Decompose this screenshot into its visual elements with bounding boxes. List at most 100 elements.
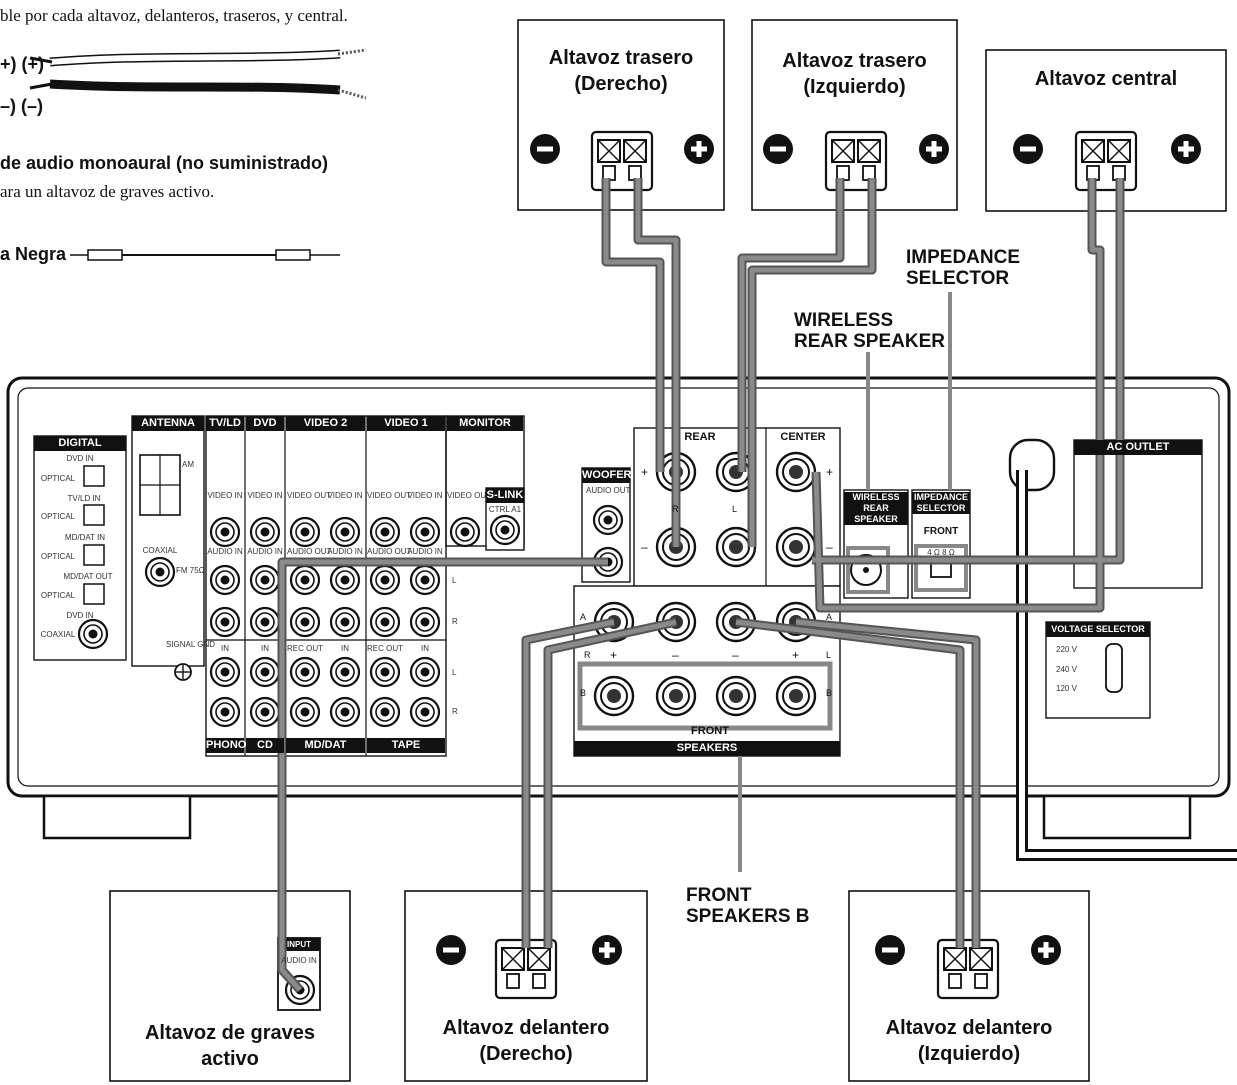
front-a-label: A <box>580 612 587 622</box>
input-header-video1: VIDEO 1 <box>367 416 445 431</box>
input-header-dvd: DVD <box>246 416 284 431</box>
voltage-option: 120 V <box>1056 684 1077 693</box>
center-minus-label: – <box>826 540 833 554</box>
impedance-ohm-label: 4 Ω 8 Ω <box>927 548 955 557</box>
speaker-cable-illustration <box>29 48 367 100</box>
coaxial-label: COAXIAL <box>142 546 178 555</box>
front-a-label: A <box>826 612 833 622</box>
jack-label: VIDEO OUT <box>287 491 332 500</box>
digital-label: MD/DAT OUT <box>63 572 113 581</box>
digital-label: OPTICAL <box>40 552 76 561</box>
center-speaker <box>985 49 1227 212</box>
mono-cable-description: ara un altavoz de graves activo. <box>0 182 215 201</box>
digital-label: OPTICAL <box>40 474 76 483</box>
jack-label: VIDEO IN <box>247 491 283 500</box>
speaker-wires <box>277 178 1125 994</box>
rear-left-title: Altavoz trasero (Izquierdo) <box>782 50 927 98</box>
front-left-speaker <box>848 890 1090 1082</box>
digital-label: MD/DAT IN <box>64 533 106 542</box>
power-cord <box>1016 470 1237 861</box>
impedance-selector-callout: IMPEDANCE SELECTOR <box>906 247 1021 289</box>
slink-label: CTRL A1 <box>488 505 522 514</box>
front-speakers-b-callout: FRONT SPEAKERS B <box>686 885 810 927</box>
jack-label-l: L <box>452 576 457 585</box>
rear-plus-label: + <box>641 465 649 479</box>
subwoofer-title: Altavoz de graves activo <box>144 1022 316 1070</box>
front-l-label: L <box>826 650 832 660</box>
am-label: AM <box>182 460 194 469</box>
front-plus-label: + <box>610 648 618 662</box>
rear-right-title: Altavoz trasero (Derecho) <box>548 47 694 95</box>
input-header-video2: VIDEO 2 <box>286 416 365 431</box>
digital-label: OPTICAL <box>40 591 76 600</box>
ac-outlet-header: AC OUTLET <box>1074 440 1202 455</box>
front-left-title: Altavoz delantero (Izquierdo) <box>885 1017 1053 1065</box>
front-right-title: Altavoz delantero (Derecho) <box>442 1017 610 1065</box>
callout-lines <box>738 292 952 872</box>
rear-right-speaker <box>517 19 725 211</box>
rear-r-label: R <box>672 504 679 514</box>
fm-label: FM 75Ω <box>176 566 205 575</box>
jack-label-l: L <box>452 668 457 677</box>
mono-cable-title: de audio monoaural (no suministrado) <box>0 153 329 173</box>
voltage-option: 240 V <box>1056 665 1077 674</box>
signal-gnd-label: SIGNAL GND <box>166 640 216 649</box>
input-header-monitor: MONITOR <box>447 416 523 431</box>
jack-label: AUDIO IN <box>327 547 363 556</box>
digital-label: DVD IN <box>66 611 94 620</box>
jack-label: AUDIO OUT <box>367 547 412 556</box>
speakers-header: SPEAKERS <box>574 741 840 756</box>
jack-label: IN <box>421 644 429 653</box>
jack-label: IN <box>221 644 229 653</box>
bottom-header-phono: PHONO <box>206 738 247 753</box>
center-plus-label: + <box>826 465 834 479</box>
rear-header: REAR <box>684 431 716 443</box>
rear-l-label: L <box>732 504 738 514</box>
jack-label-r: R <box>452 617 458 626</box>
subwoofer-input-header: INPUT <box>287 940 311 949</box>
jack-label: VIDEO IN <box>407 491 443 500</box>
jack-label: AUDIO IN <box>207 547 243 556</box>
plus-polarity-label: +) (+) <box>0 54 45 74</box>
jack-label: REC OUT <box>367 644 403 653</box>
jack-label: VIDEO OUT <box>367 491 412 500</box>
input-header-tvld: TV/LD <box>206 416 244 431</box>
mono-audio-cable-illustration <box>70 249 340 261</box>
jack-label: AUDIO IN <box>407 547 443 556</box>
minus-polarity-label: –) (–) <box>0 96 44 116</box>
center-title: Altavoz central <box>1034 68 1178 90</box>
antenna-header: ANTENNA <box>132 416 204 431</box>
front-b-label: B <box>826 688 833 698</box>
voltage-selector-header: VOLTAGE SELECTOR <box>1046 622 1150 637</box>
woofer-label: AUDIO OUT <box>586 486 631 495</box>
rear-left-speaker <box>751 19 958 211</box>
front-minus-label: – <box>672 648 679 662</box>
intro-text-line: ble por cada altavoz, delanteros, traser… <box>0 6 348 25</box>
black-plug-label: a Negra <box>0 244 67 264</box>
digital-label: OPTICAL <box>40 512 76 521</box>
bottom-header-tape: TAPE <box>367 738 445 753</box>
digital-label: TV/LD IN <box>67 494 101 503</box>
front-minus-label: – <box>732 648 739 662</box>
front-b-label: B <box>580 688 587 698</box>
front-r-label: R <box>584 650 591 660</box>
jack-label: AUDIO OUT <box>287 547 332 556</box>
wireless-rear-speaker-callout: WIRELESS REAR SPEAKER <box>794 310 945 352</box>
impedance-front-label: FRONT <box>923 526 959 537</box>
subwoofer-input-label: AUDIO IN <box>281 956 317 965</box>
jack-label: IN <box>261 644 269 653</box>
digital-label: COAXIAL <box>40 630 76 639</box>
front-plus-label: + <box>792 648 800 662</box>
digital-header: DIGITAL <box>34 436 126 451</box>
impedance-box-header: IMPEDANCE SELECTOR <box>912 492 970 514</box>
bottom-header-mddat: MD/DAT <box>286 738 365 753</box>
jack-label: IN <box>341 644 349 653</box>
jack-label: AUDIO IN <box>247 547 283 556</box>
voltage-option: 220 V <box>1056 645 1077 654</box>
center-header: CENTER <box>780 431 826 443</box>
front-label: FRONT <box>691 725 729 737</box>
rear-minus-label: – <box>641 540 648 554</box>
jack-label-r: R <box>452 707 458 716</box>
jack-label: VIDEO OUT <box>447 491 492 500</box>
